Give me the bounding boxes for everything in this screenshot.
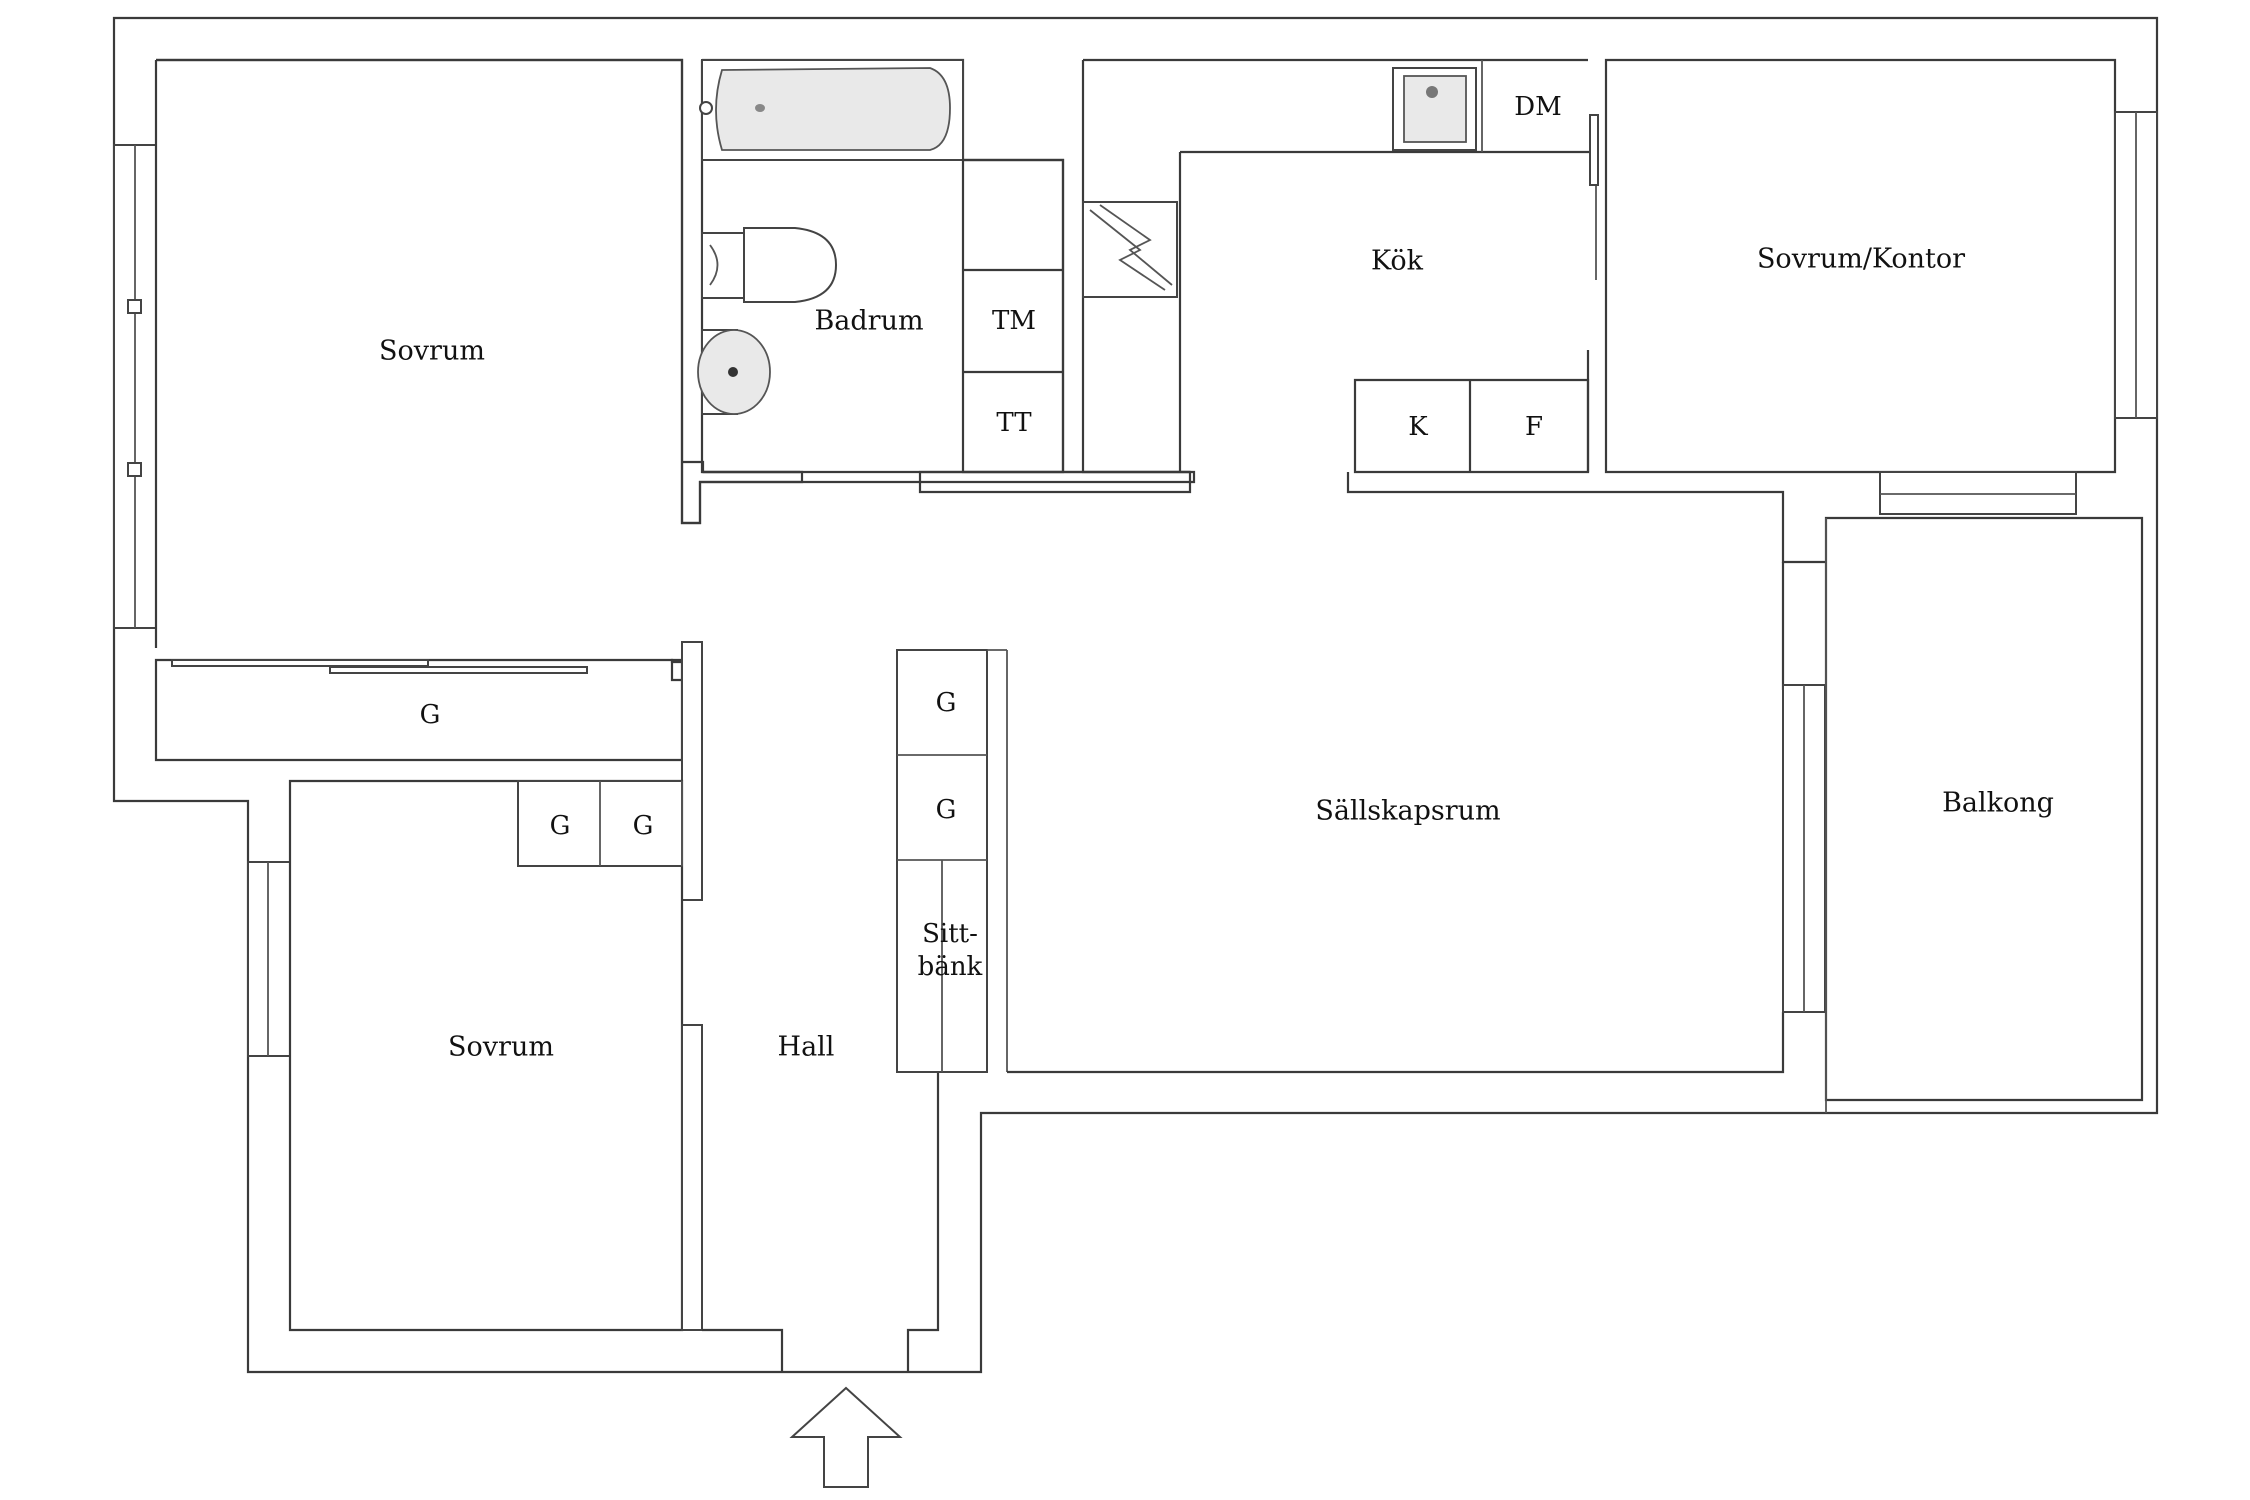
label-sittbank-1: Sitt- <box>922 919 978 949</box>
label-k: K <box>1408 412 1428 442</box>
toilet-bowl <box>743 227 838 303</box>
sovrum-top-walls <box>156 58 804 525</box>
label-sallskapsrum: Sällskapsrum <box>1315 796 1500 827</box>
label-dm: DM <box>1514 92 1561 122</box>
entrance-arrow-icon <box>789 1386 903 1488</box>
hall-walls <box>702 1072 940 1372</box>
label-f: F <box>1525 412 1543 442</box>
label-sovrum-top: Sovrum <box>379 336 485 367</box>
label-tm: TM <box>992 306 1036 336</box>
hall-wall-left <box>681 1024 703 1331</box>
label-tt: TT <box>996 408 1032 438</box>
label-hall: Hall <box>778 1032 835 1063</box>
label-g-wardrobe-top: G <box>420 700 441 730</box>
kok-walls <box>1081 58 1588 474</box>
label-kok: Kök <box>1371 246 1424 277</box>
kitchen-counter-kf <box>1353 378 1590 474</box>
label-g-wardrobe-right: G <box>633 811 654 841</box>
sovrum-kontor-walls <box>1604 58 2117 474</box>
inner-wall-outline <box>156 58 1196 525</box>
sallskapsrum-walls <box>1007 562 1785 1074</box>
toilet-tank <box>701 232 745 299</box>
label-sovrum-bottom: Sovrum <box>448 1032 554 1063</box>
label-sovrum-kontor: Sovrum/Kontor <box>1757 244 1965 275</box>
window-kontor-bottom <box>1879 471 2077 515</box>
wall-stub-hall <box>681 641 703 901</box>
label-g-hall-mid: G <box>936 795 957 825</box>
label-g-hall-top: G <box>936 688 957 718</box>
label-badrum: Badrum <box>814 306 923 337</box>
label-balkong: Balkong <box>1942 788 2054 819</box>
window-left-bottom <box>247 861 291 1057</box>
label-g-wardrobe-left: G <box>550 811 571 841</box>
label-sittbank-2: bänk <box>918 952 983 982</box>
